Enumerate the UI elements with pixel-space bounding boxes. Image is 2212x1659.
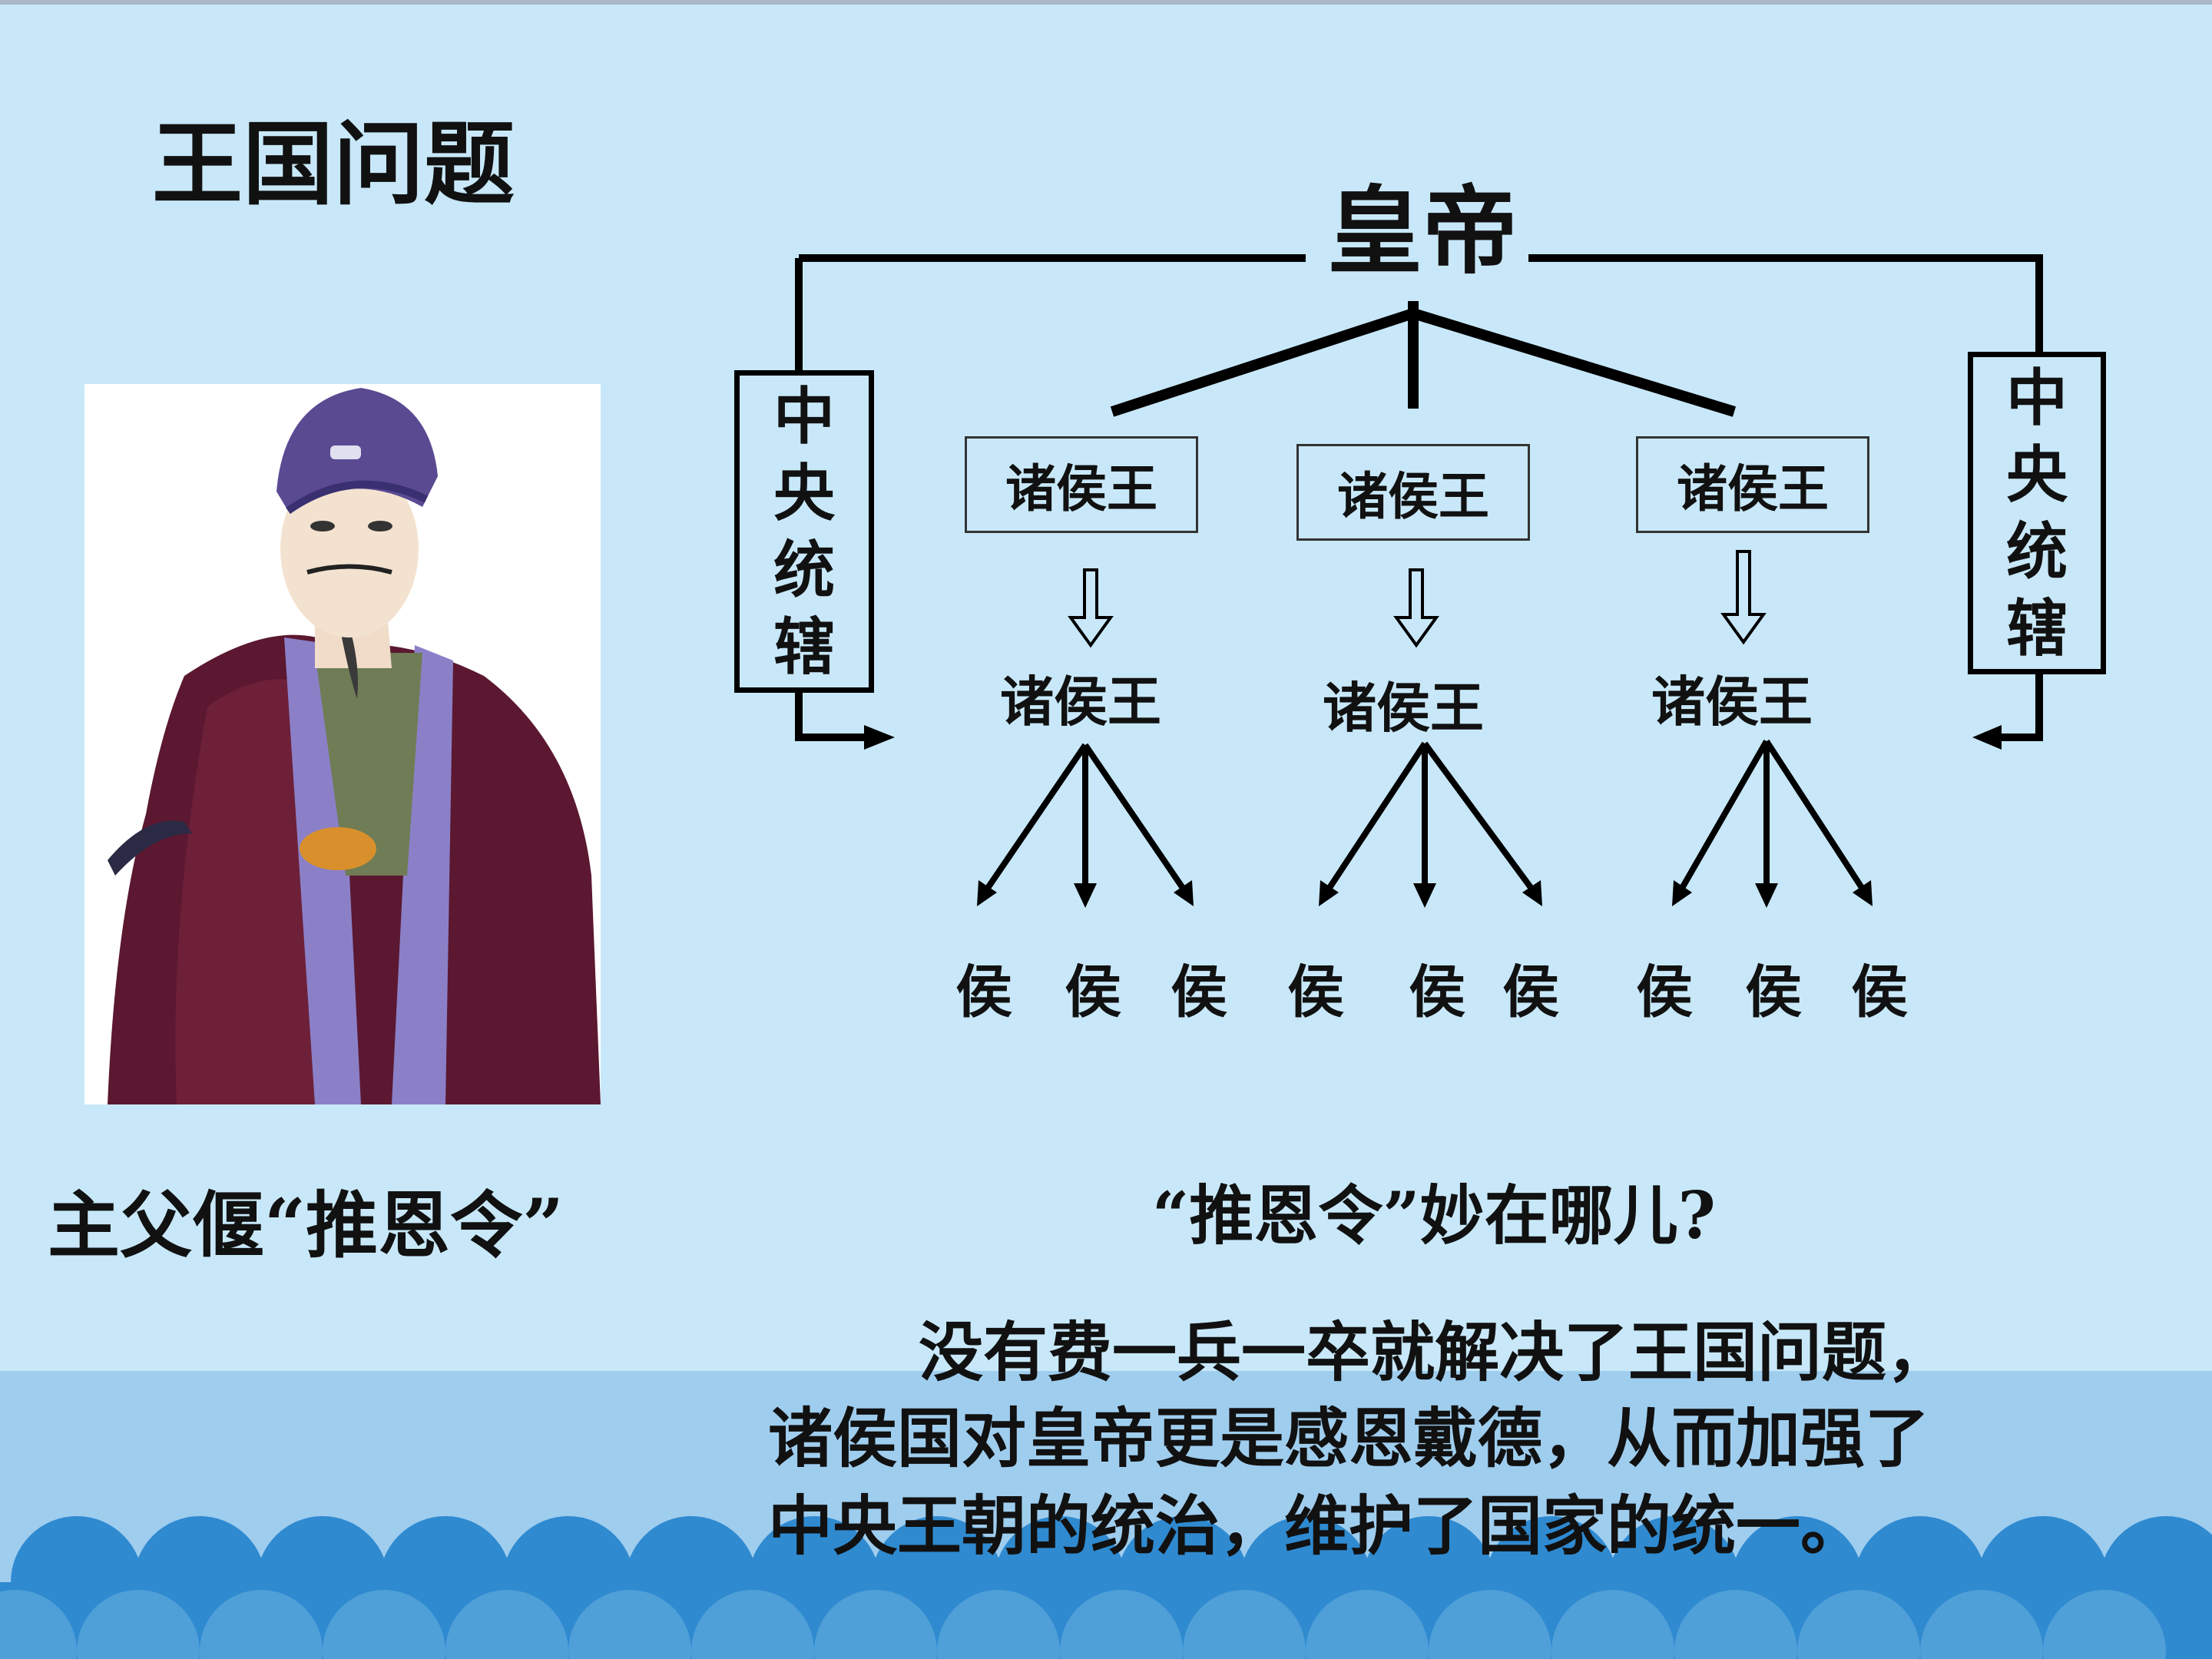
side-char: 中 <box>2006 362 2068 434</box>
side-char: 辖 <box>773 611 835 683</box>
marquis-label: 侯 <box>955 959 1012 1025</box>
slide-title: 王国问题 <box>152 111 515 217</box>
marquis-label: 侯 <box>1851 959 1908 1025</box>
answer-line-2: 诸侯国对皇帝更是感恩戴德，从而加强了 <box>768 1400 1930 1476</box>
side-char: 央 <box>2006 439 2068 511</box>
portrait-caption: 主父偃“推恩令” <box>48 1184 565 1268</box>
marquis-label: 侯 <box>1409 959 1465 1025</box>
king-label-3: 诸侯王 <box>1651 670 1813 733</box>
portrait-image <box>84 384 601 1104</box>
central-control-box-right: 中 央 统 辖 <box>1968 352 2106 674</box>
king-box-2: 诸侯王 <box>1296 444 1530 541</box>
side-char: 中 <box>773 380 835 452</box>
marquis-label: 侯 <box>1745 959 1802 1025</box>
king-box-3: 诸侯王 <box>1636 436 1869 533</box>
side-char: 统 <box>2006 515 2068 588</box>
emperor-label: 皇帝 <box>1327 176 1518 287</box>
king-label-1: 诸侯王 <box>1000 670 1161 733</box>
marquis-label: 侯 <box>1636 959 1693 1025</box>
side-char: 辖 <box>2006 592 2068 664</box>
question-text: “推恩令”妙在哪儿? <box>1152 1177 1716 1253</box>
answer-line-3: 中央王朝的统治，维护了国家的统一。 <box>768 1488 1866 1564</box>
king-box-1: 诸侯王 <box>965 436 1198 533</box>
marquis-label: 侯 <box>1171 959 1227 1025</box>
answer-line-1: 没有费一兵一卒就解决了王国问题， <box>919 1314 1952 1390</box>
king-label-2: 诸侯王 <box>1323 676 1484 740</box>
marquis-label: 侯 <box>1065 959 1121 1025</box>
marquis-label: 侯 <box>1502 959 1559 1025</box>
side-char: 统 <box>773 534 835 606</box>
side-char: 央 <box>773 457 835 529</box>
central-control-box-left: 中 央 统 辖 <box>734 370 874 693</box>
marquis-label: 侯 <box>1287 959 1344 1025</box>
